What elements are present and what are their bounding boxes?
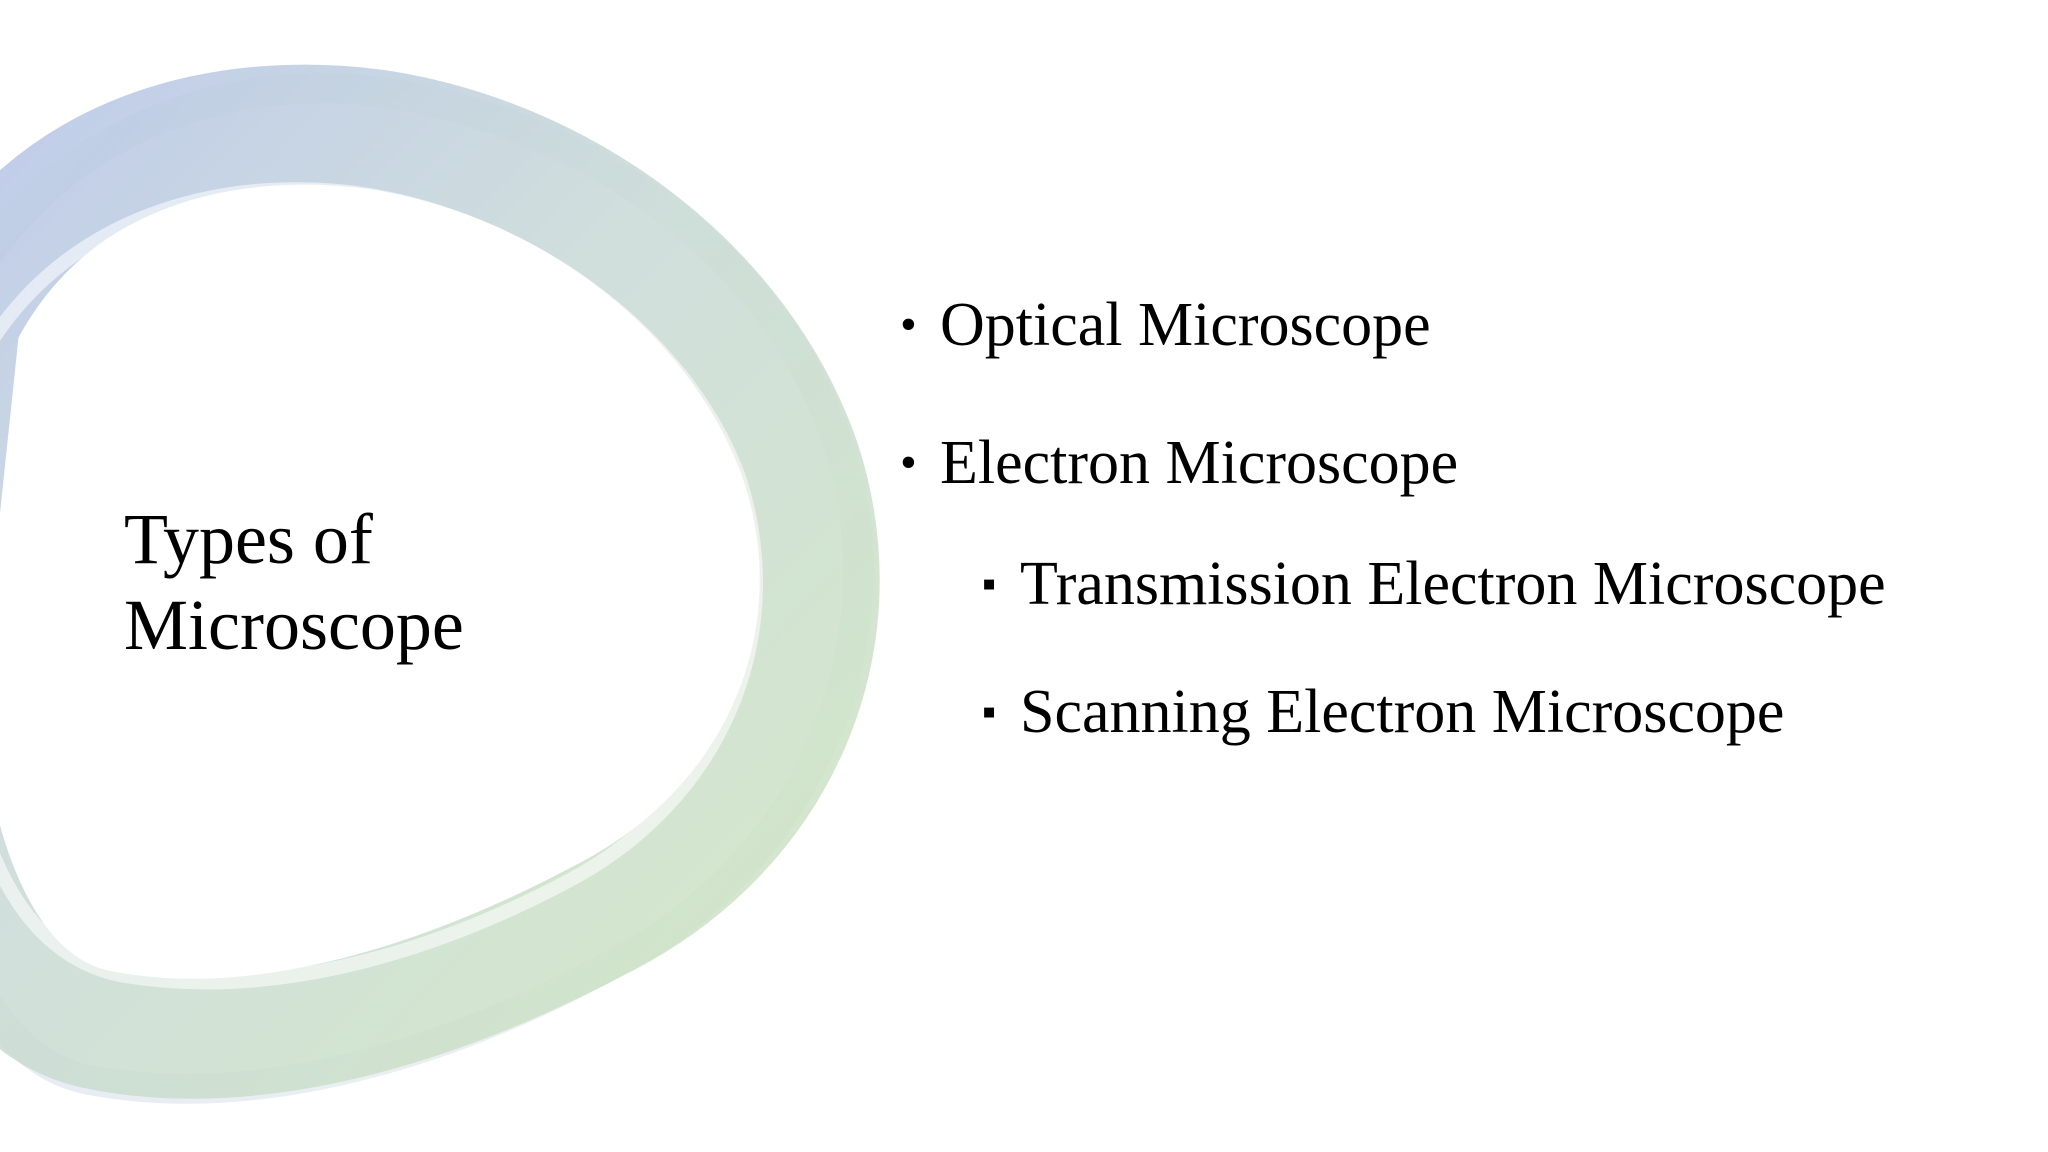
bullet-square-icon: ▪ — [982, 689, 997, 734]
slide-title: Types of Microscope — [124, 496, 684, 668]
bullet-list: • Optical Microscope • Electron Microsco… — [900, 290, 1980, 782]
ring-inner-highlight — [0, 182, 764, 990]
bullet-square-icon: ▪ — [982, 561, 997, 606]
ring-band — [0, 64, 880, 1099]
slide-title-line-1: Types of — [124, 499, 373, 579]
sub-bullet-label: Scanning Electron Microscope — [1020, 678, 1785, 746]
sub-bullet-item-transmission: ▪ Transmission Electron Microscope — [900, 526, 1980, 642]
sub-bullet-label: Transmission Electron Microscope — [1020, 550, 1886, 618]
bullet-dot-icon: • — [900, 436, 917, 489]
bullet-item-optical: • Optical Microscope — [900, 290, 1980, 360]
bullet-item-electron: • Electron Microscope — [900, 428, 1980, 498]
bullet-dot-icon: • — [900, 298, 917, 351]
bullet-label: Optical Microscope — [940, 291, 1431, 359]
slide-title-line-2: Microscope — [124, 585, 464, 665]
bullet-label: Electron Microscope — [940, 429, 1459, 497]
sub-bullet-item-scanning: ▪ Scanning Electron Microscope — [900, 654, 1980, 770]
